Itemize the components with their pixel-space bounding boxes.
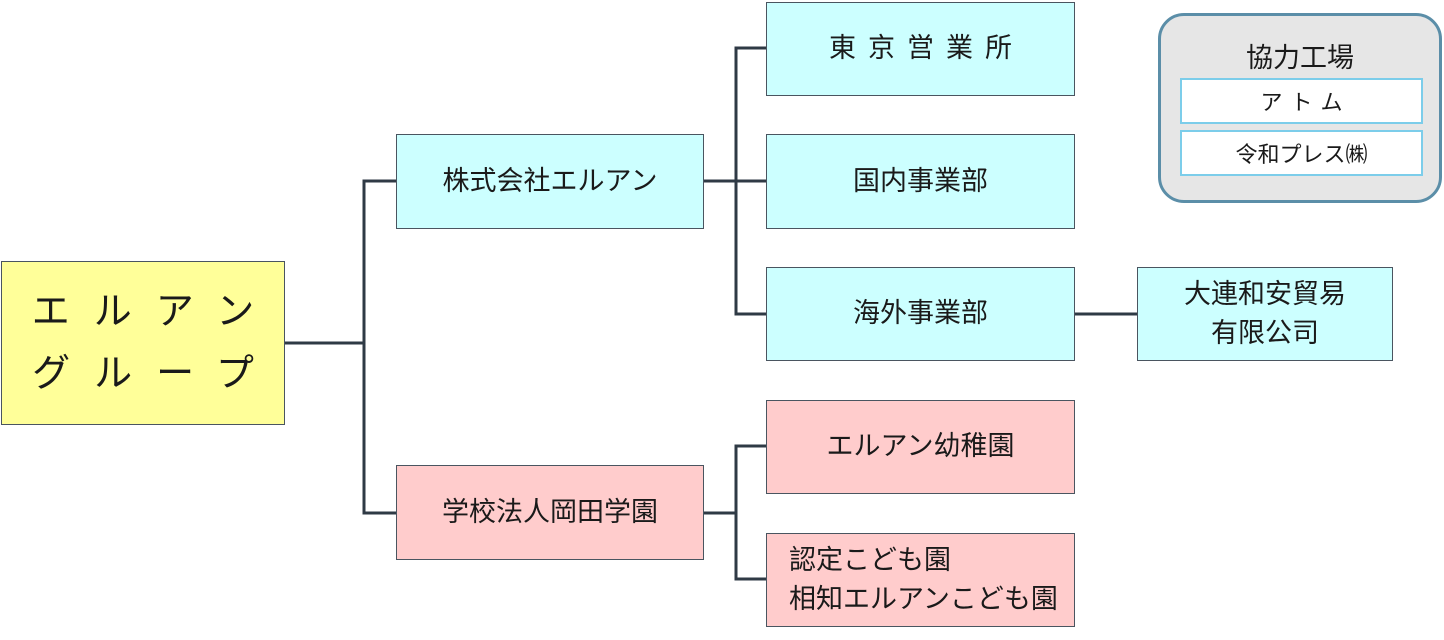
root-node: エルアン グループ: [1, 261, 285, 425]
division-overseas-label: 海外事業部: [853, 298, 988, 330]
nursery-line2: 相知エルアンこども園: [789, 584, 1058, 615]
division-overseas: 海外事業部: [766, 267, 1075, 361]
root-line2: グループ: [32, 351, 278, 395]
school-name: 学校法人岡田学園: [442, 496, 658, 528]
partner-item-label: 令和プレス㈱: [1235, 143, 1368, 168]
subsidiary-line1: 大連和安貿易: [1184, 278, 1346, 310]
division-domestic: 国内事業部: [766, 134, 1075, 229]
kindergarten-label: エルアン幼稚園: [826, 431, 1015, 463]
division-domestic-label: 国内事業部: [853, 165, 988, 197]
partner-item: 令和プレス㈱: [1180, 130, 1423, 176]
kindergarten-node: エルアン幼稚園: [766, 400, 1075, 494]
root-line1: エルアン: [31, 289, 279, 334]
partner-factories-panel: 協力工場 アトム 令和プレス㈱: [1158, 13, 1442, 203]
company-node: 株式会社エルアン: [396, 134, 704, 229]
subsidiary-node: 大連和安貿易 有限公司: [1137, 267, 1393, 361]
school-node: 学校法人岡田学園: [396, 465, 704, 560]
nursery-line1: 認定こども園: [789, 544, 951, 576]
partner-item-label: アトム: [1260, 91, 1351, 116]
subsidiary-line2: 有限公司: [1211, 318, 1319, 349]
nursery-node: 認定こども園 相知エルアンこども園: [766, 533, 1075, 627]
company-name: 株式会社エルアン: [442, 165, 658, 197]
partner-item: アトム: [1180, 78, 1423, 124]
division-tokyo: 東京営業所: [766, 2, 1075, 96]
division-tokyo-label: 東京営業所: [829, 33, 1024, 65]
partner-title: 協力工場: [1246, 43, 1354, 74]
